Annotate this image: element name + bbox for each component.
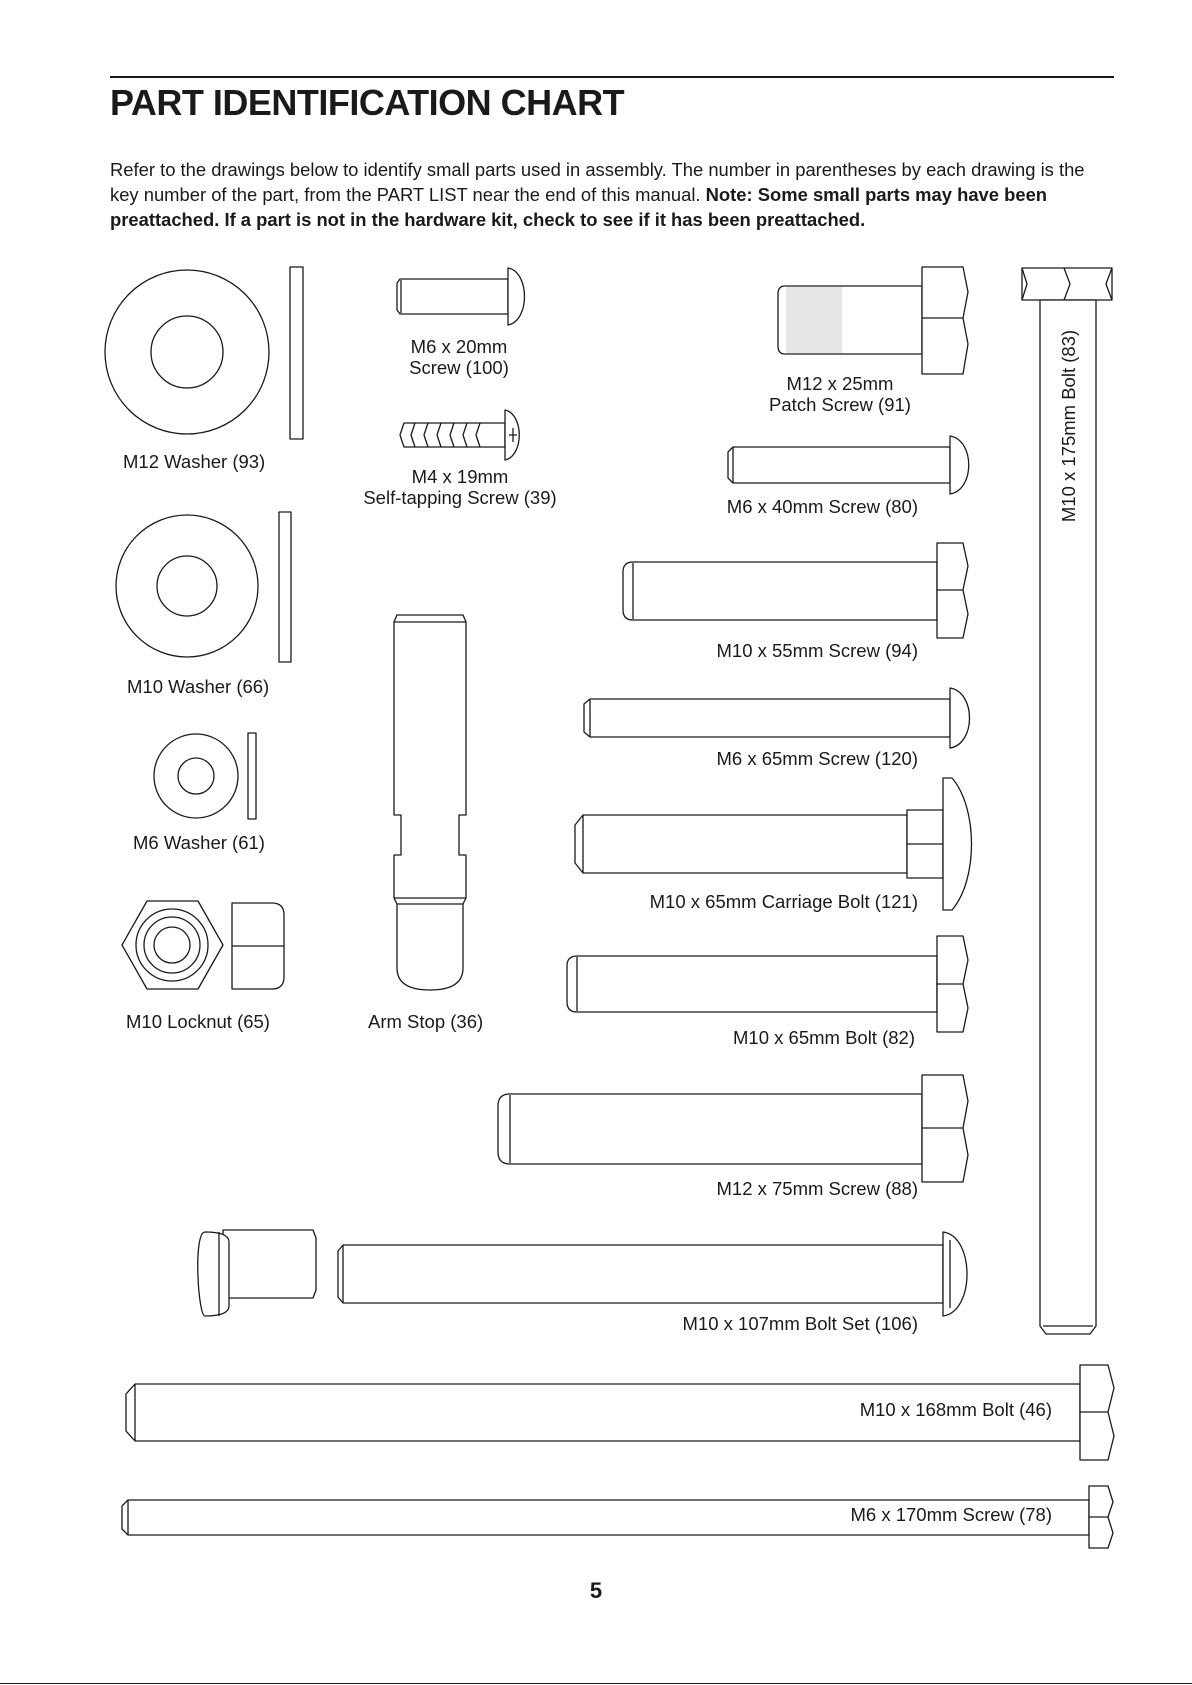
- m10-washer-drawing: [116, 512, 291, 662]
- m10x55-screw-drawing: [623, 543, 968, 638]
- intro-text: Refer to the drawings below to identify …: [110, 159, 1085, 205]
- m10x65-carriage-bolt-drawing: [575, 778, 972, 910]
- m10-locknut-drawing: [122, 901, 284, 989]
- header-rule: [110, 76, 1114, 78]
- m12-washer-drawing: [105, 267, 303, 439]
- m6x40-screw-label: M6 x 40mm Screw (80): [726, 496, 918, 517]
- m10-washer-label: M10 Washer (66): [127, 676, 270, 697]
- m6x20-screw-drawing: [397, 268, 525, 325]
- m6-washer-label: M6 Washer (61): [133, 832, 265, 853]
- m12x75-screw-label: M12 x 75mm Screw (88): [716, 1178, 919, 1199]
- m10-locknut-label: M10 Locknut (65): [126, 1011, 270, 1032]
- m6x20-screw-label: M6 x 20mm Screw (100): [399, 336, 519, 378]
- m10x65-bolt-label: M10 x 65mm Bolt (82): [733, 1027, 915, 1048]
- m10x65-bolt-drawing: [567, 936, 968, 1032]
- intro-paragraph: Refer to the drawings below to identify …: [110, 157, 1118, 232]
- m4x19-screw-drawing: [400, 410, 519, 460]
- m10x107-bolt-set-label: M10 x 107mm Bolt Set (106): [682, 1313, 918, 1334]
- m12x25-screw-label: M12 x 25mm Patch Screw (91): [755, 373, 925, 415]
- footer-rule: [0, 1683, 1192, 1684]
- arm-stop-label: Arm Stop (36): [368, 1011, 484, 1032]
- m6x20-name: Screw (100): [409, 357, 509, 378]
- m12x25-size: M12 x 25mm: [786, 373, 894, 394]
- m10x55-screw-label: M10 x 55mm Screw (94): [716, 640, 919, 661]
- m4x19-size: M4 x 19mm: [411, 466, 509, 487]
- intro-note: Note: Some small parts may have been pre…: [110, 184, 1048, 230]
- m6x65-screw-label: M6 x 65mm Screw (120): [716, 748, 919, 769]
- m10x65-carriage-bolt-label: M10 x 65mm Carriage Bolt (121): [649, 891, 918, 912]
- m12-washer-label: M12 Washer (93): [123, 451, 266, 472]
- m6x170-screw-label: M6 x 170mm Screw (78): [850, 1504, 1053, 1525]
- m12x25-name: Patch Screw (91): [769, 394, 911, 415]
- m4x19-name: Self-tapping Screw (39): [363, 487, 557, 508]
- m6x65-screw-drawing: [584, 688, 970, 748]
- arm-stop-drawing: [394, 615, 466, 990]
- m6-washer-drawing: [154, 733, 256, 819]
- m6x20-size: M6 x 20mm: [410, 336, 508, 357]
- m6x170-screw-drawing: [122, 1486, 1113, 1548]
- m10x175-bolt-label: M10 x 175mm Bolt (83): [1058, 329, 1079, 523]
- m4x19-screw-label: M4 x 19mm Self-tapping Screw (39): [354, 466, 566, 508]
- m12x25-screw-drawing: [778, 267, 968, 374]
- page-title: PART IDENTIFICATION CHART: [110, 82, 625, 123]
- page-number: 5: [589, 1578, 603, 1603]
- m10x168-bolt-drawing: [126, 1365, 1114, 1460]
- m6x40-screw-drawing: [728, 436, 969, 494]
- m10x175-bolt-drawing: [1022, 268, 1112, 1334]
- m10x168-bolt-label: M10 x 168mm Bolt (46): [859, 1399, 1052, 1420]
- m12x75-screw-drawing: [498, 1075, 968, 1182]
- m10x107-bolt-set-drawing: [198, 1230, 967, 1316]
